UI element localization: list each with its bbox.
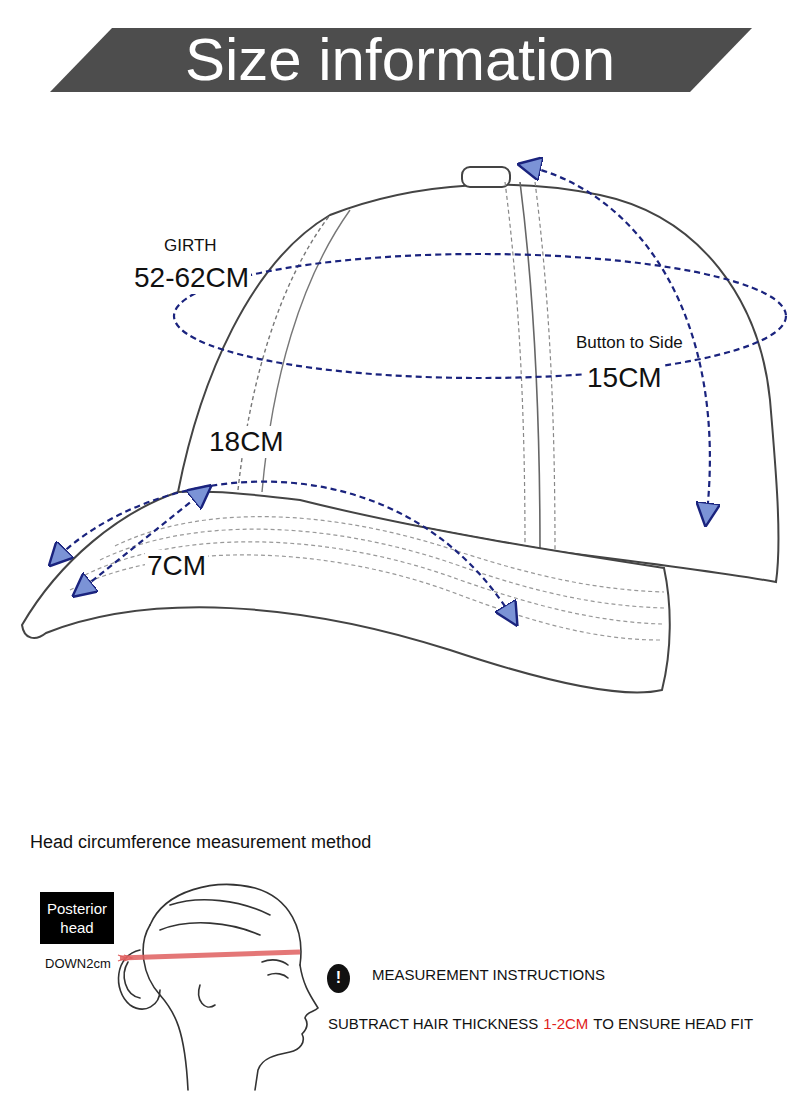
section-heading: Head circumference measurement method — [30, 832, 371, 853]
measure-band — [120, 952, 300, 958]
brim-stitching — [70, 517, 664, 640]
instruction-text: SUBTRACT HAIR THICKNESS — [328, 1015, 538, 1032]
instruction-text: TO ENSURE HEAD FIT — [593, 1015, 753, 1032]
button-side-dimension: 15CM — [585, 362, 664, 394]
girth-label: GIRTH — [162, 236, 219, 256]
offset-note: DOWN2cm — [45, 957, 111, 972]
node-text: Posterior head — [45, 899, 109, 938]
warning-mark: ! — [336, 968, 341, 989]
instruction-heading: MEASUREMENT INSTRUCTIONS — [372, 966, 605, 983]
posterior-head-box: Posterior head — [40, 892, 114, 944]
instruction-line: SUBTRACT HAIR THICKNESS 1-2CM TO ENSURE HE… — [328, 1015, 758, 1032]
button-side-label: Button to Side — [574, 333, 685, 353]
warning-icon: ! — [327, 964, 350, 993]
brim-width-dimension: 18CM — [207, 426, 286, 458]
cap-button — [462, 167, 510, 187]
title-text: Size information — [0, 26, 800, 94]
dimension-lines — [52, 165, 786, 622]
cap-brim — [22, 491, 670, 692]
instruction-value: 1-2CM — [543, 1015, 588, 1032]
head-illustration — [119, 885, 318, 1090]
brim-depth-dimension: 7CM — [145, 550, 208, 582]
direction-chevrons — [118, 955, 132, 961]
girth-dimension: 52-62CM — [132, 262, 251, 294]
